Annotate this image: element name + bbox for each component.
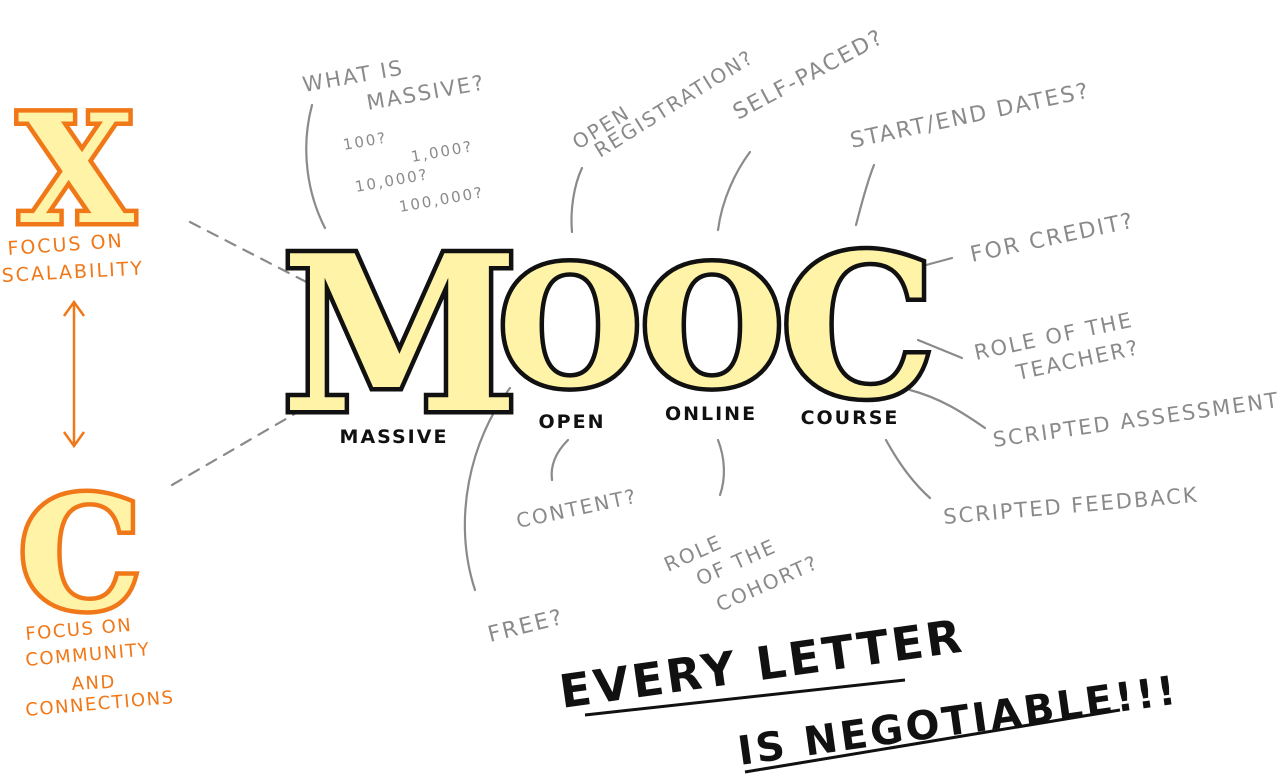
line-self-paced xyxy=(716,150,752,232)
q-scripted-assessment: SCRIPTED ASSESSMENT? xyxy=(991,386,1279,452)
line-role-cohort xyxy=(716,438,725,497)
label-online: ONLINE xyxy=(665,403,757,425)
q-for-credit: FOR CREDIT? xyxy=(968,209,1137,268)
q-self-paced: SELF-PACED? xyxy=(729,25,888,126)
q-free: FREE? xyxy=(485,605,566,648)
x-caption-line-2: SCALABILITY xyxy=(1,258,144,287)
mooc-word-labels: MASSIVE OPEN ONLINE COURSE xyxy=(340,403,900,448)
line-scripted-feedback xyxy=(884,438,932,500)
letter-m: M xyxy=(281,208,519,461)
label-massive: MASSIVE xyxy=(340,426,449,448)
mooc-letters: M O O C xyxy=(277,204,941,466)
line-role-teacher xyxy=(916,338,964,360)
label-course: COURSE xyxy=(801,407,900,429)
letter-o-online: O xyxy=(640,230,784,424)
footer-line-1: EVERY LETTER xyxy=(556,609,968,719)
line-for-credit xyxy=(913,256,954,270)
q-n10000: 10,000? xyxy=(354,165,430,196)
footer-underline-1 xyxy=(584,678,906,717)
letter-x: X xyxy=(18,82,135,258)
letter-c-course: C xyxy=(780,212,935,441)
footer-statement: EVERY LETTER IS NEGOTIABLE!!! xyxy=(556,609,1181,775)
q-content: CONTENT? xyxy=(514,484,640,533)
x-caption: FOCUS ON SCALABILITY xyxy=(1,230,144,287)
q-scripted-feedback: SCRIPTED FEEDBACK xyxy=(942,483,1199,529)
line-what-is-massive xyxy=(305,103,327,230)
footer-underline-2 xyxy=(744,708,1121,774)
c-caption-line-3: AND xyxy=(71,672,116,695)
line-open-registration xyxy=(570,166,584,234)
line-start-end xyxy=(854,163,876,227)
connector-lines xyxy=(62,103,987,592)
dashed-line-c xyxy=(170,403,312,487)
c-caption: FOCUS ON COMMUNITY AND CONNECTIONS xyxy=(25,615,176,721)
left-panel: X FOCUS ON SCALABILITY C FOCUS ON COMMUN… xyxy=(1,78,176,721)
q-start-end: START/END DATES? xyxy=(848,79,1092,154)
line-free xyxy=(463,386,512,592)
label-open: OPEN xyxy=(539,411,606,433)
letter-o-open: O xyxy=(498,230,642,424)
q-n100: 100? xyxy=(342,128,389,153)
q-n1000: 1,000? xyxy=(410,137,475,166)
letter-c-left: C xyxy=(18,462,141,645)
dashed-line-x xyxy=(188,220,320,290)
double-arrow xyxy=(62,299,86,449)
line-content xyxy=(550,438,570,482)
line-scripted-assessment xyxy=(908,388,987,430)
